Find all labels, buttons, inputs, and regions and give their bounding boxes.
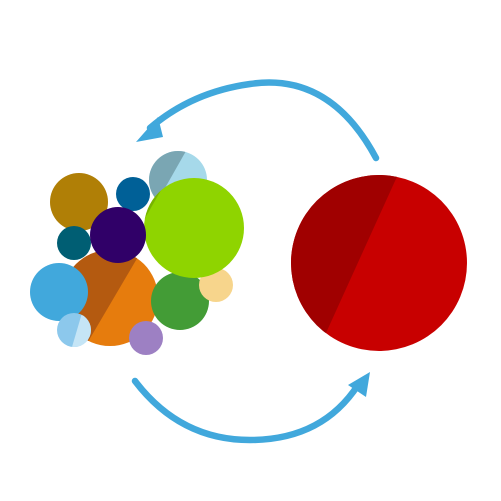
bubble-pale-yellow [199, 268, 233, 302]
bubble-sky-blue [30, 263, 88, 321]
arrow-top-pointing-left [136, 79, 380, 162]
curved-arrow-icon [131, 377, 362, 444]
bubble-teal [57, 226, 91, 260]
arrow-bottom-pointing-right [131, 372, 370, 444]
arrow-head-left [136, 117, 163, 142]
bubble-lime [144, 178, 244, 278]
big-circle-dark-half [291, 175, 400, 351]
big-red-circle [291, 175, 467, 351]
arrow-head-right [348, 372, 370, 397]
bubble-lavender [129, 321, 163, 355]
bubble-green [151, 272, 209, 330]
curved-arrow-icon [146, 79, 380, 162]
bubble-purple [90, 207, 146, 263]
bubble-blue-small [116, 177, 150, 211]
bubble-light-blue [57, 313, 91, 347]
bubble-cluster [30, 151, 244, 355]
bubble-mustard [50, 173, 108, 231]
